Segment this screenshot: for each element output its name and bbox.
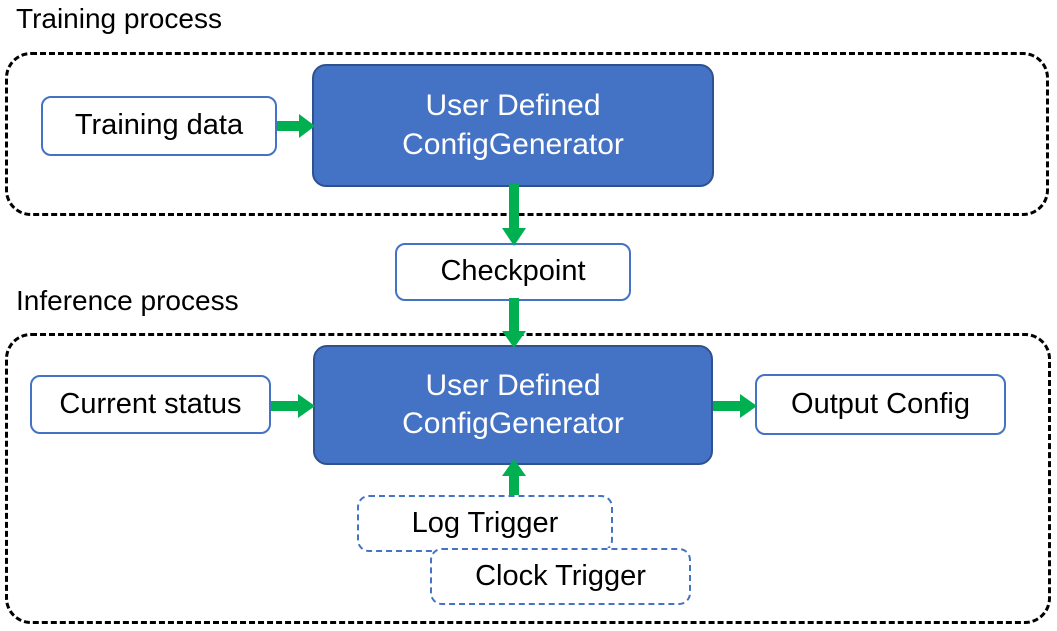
node-current-status[interactable]: Current status: [30, 375, 271, 434]
node-label-line-1: User Defined: [425, 89, 601, 123]
arrow-log-to-generator: [502, 459, 526, 501]
arrow-training-data-to-generator: [277, 114, 315, 138]
arrow-generator-to-output: [713, 394, 757, 418]
node-clock-trigger[interactable]: Clock Trigger: [430, 548, 691, 605]
inference-process-title: Inference process: [16, 285, 239, 316]
node-inference-user-defined-configgenerator[interactable]: User Defined ConfigGenerator: [313, 345, 713, 465]
node-output-config[interactable]: Output Config: [755, 374, 1006, 435]
training-process-title: Training process: [16, 3, 222, 34]
node-label-line-1: User Defined: [425, 368, 601, 402]
node-checkpoint[interactable]: Checkpoint: [395, 243, 631, 301]
training-process-container: [5, 52, 1049, 216]
node-training-data[interactable]: Training data: [41, 96, 277, 156]
arrow-generator-to-checkpoint: [502, 184, 526, 246]
node-log-trigger[interactable]: Log Trigger: [357, 495, 613, 552]
node-training-user-defined-configgenerator[interactable]: User Defined ConfigGenerator: [312, 64, 714, 187]
inference-process-container: [5, 333, 1051, 624]
node-label-line-2: ConfigGenerator: [402, 127, 624, 161]
node-label-line-2: ConfigGenerator: [402, 407, 624, 440]
arrow-status-to-generator: [271, 394, 315, 418]
arrow-checkpoint-to-generator: [502, 298, 526, 348]
